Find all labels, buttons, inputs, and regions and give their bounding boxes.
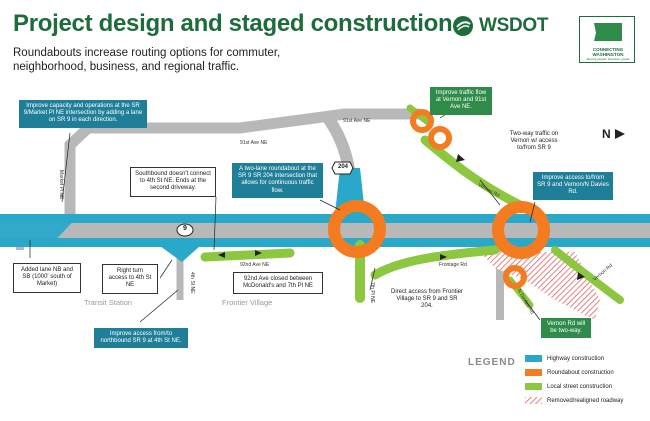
north-label: N — [602, 127, 611, 141]
local-frontage-rd — [370, 245, 500, 280]
page-title: Project design and staged construction — [13, 10, 453, 37]
callout-two-way-vernon: Two-way traffic on Vernon w/ access to/f… — [509, 131, 559, 152]
local-streets — [200, 104, 624, 309]
callout-access-davies: Improve access to/from SR 9 and Vernon/N… — [533, 172, 613, 200]
sr9-cyan-bottom — [0, 238, 650, 247]
local-92nd-ave — [200, 248, 295, 262]
roundabouts — [328, 109, 550, 289]
legend-item-removed: Removed/realigned roadway — [525, 397, 623, 404]
callout-added-lane: Added lane NB and SB (1000' south of Mar… — [13, 263, 81, 293]
legend-swatch-roundabout — [525, 369, 542, 376]
direction-arrows — [218, 154, 585, 280]
label-7th-pl: 7th Pl NE — [369, 282, 375, 304]
legend-title: LEGEND — [468, 357, 516, 368]
legend-item-highway: Highway construction — [525, 355, 604, 362]
roundabout-small — [503, 265, 527, 289]
sr204-shield-number: 204 — [337, 164, 348, 170]
roundabout-vernon-91st-b — [428, 126, 452, 150]
callout-roundabout-204: A two-lane roundabout at the SR 9 SR 204… — [232, 163, 323, 198]
label-market-pl: Market Pl NE — [58, 170, 64, 200]
legend-swatch-highway — [525, 355, 542, 362]
label-91st-top: 91st Ave NE — [343, 118, 371, 124]
legend-item-roundabout: Roundabout construction — [525, 369, 614, 376]
callout-frontier-access: Direct access from Frontier Village to S… — [391, 289, 464, 310]
sr9-shield-number: 9 — [183, 225, 187, 232]
legend-swatch-local — [525, 383, 542, 390]
sr9-shield — [176, 223, 194, 237]
legend-label-highway: Highway construction — [547, 355, 605, 362]
washington-state-icon — [594, 23, 622, 41]
road-market-pl — [64, 108, 420, 232]
legend-swatch-removed — [525, 397, 542, 404]
legend-label-local: Local street construction — [547, 383, 613, 390]
label-92nd-ave: 92nd Ave NE — [240, 262, 270, 268]
page-subtitle: Roundabouts increase routing options for… — [13, 47, 281, 73]
wsdot-emblem-icon — [453, 16, 473, 36]
callout-improve-4th: Improve access from/to northbound SR 9 a… — [94, 328, 188, 349]
roundabout-vernon-91st-a — [410, 109, 434, 133]
wsdot-logo: WSDOT — [452, 15, 549, 37]
area-transit-station: Transit Station — [84, 298, 133, 307]
leader-lines — [29, 104, 541, 323]
area-frontier-village: Frontier Village — [222, 298, 273, 307]
roundabout-davies — [492, 201, 550, 259]
callout-vernon-91st: Improve traffic flow at Vernon and 91st … — [430, 87, 492, 115]
label-91st-mid: 91st Ave NE — [240, 140, 268, 146]
callout-southbound: Southbound doesn't connect to 4th St NE.… — [130, 167, 216, 197]
callout-right-turn: Right turn access to 4th St NE — [102, 264, 158, 294]
wsdot-wordmark: WSDOT — [479, 15, 549, 36]
label-frontage-rd: Frontage Rd — [439, 262, 467, 268]
connecting-washington-logo: CONNECTING WASHINGTON Moving people, bus… — [579, 16, 635, 63]
sr9-west-flare — [0, 214, 80, 246]
sr204-shield — [331, 161, 354, 175]
sr9-cyan-top — [0, 214, 650, 223]
legend-item-local: Local street construction — [525, 383, 612, 390]
sr9-4th-st-ramp — [160, 246, 200, 262]
connecting-washington-wordmark: CONNECTING WASHINGTON — [592, 47, 624, 57]
callout-closed-92nd: 92nd Ave closed between McDonald's and 7… — [233, 272, 323, 295]
legend-label-removed: Removed/realigned roadway — [547, 397, 624, 404]
label-4th-st: 4th St NE — [189, 272, 195, 294]
legend-label-roundabout: Roundabout construction — [547, 369, 614, 376]
local-vernon-lower — [551, 246, 624, 304]
roundabout-sr204 — [328, 200, 386, 258]
callout-improve-capacity: Improve capacity and operations at the S… — [19, 100, 147, 128]
north-arrow: N — [602, 127, 626, 141]
connecting-washington-tagline: Moving people, business, goods — [586, 57, 630, 61]
north-arrow-icon — [614, 129, 625, 139]
callout-vernon-two-way: Vernon Rd will be two-way. — [541, 318, 591, 339]
